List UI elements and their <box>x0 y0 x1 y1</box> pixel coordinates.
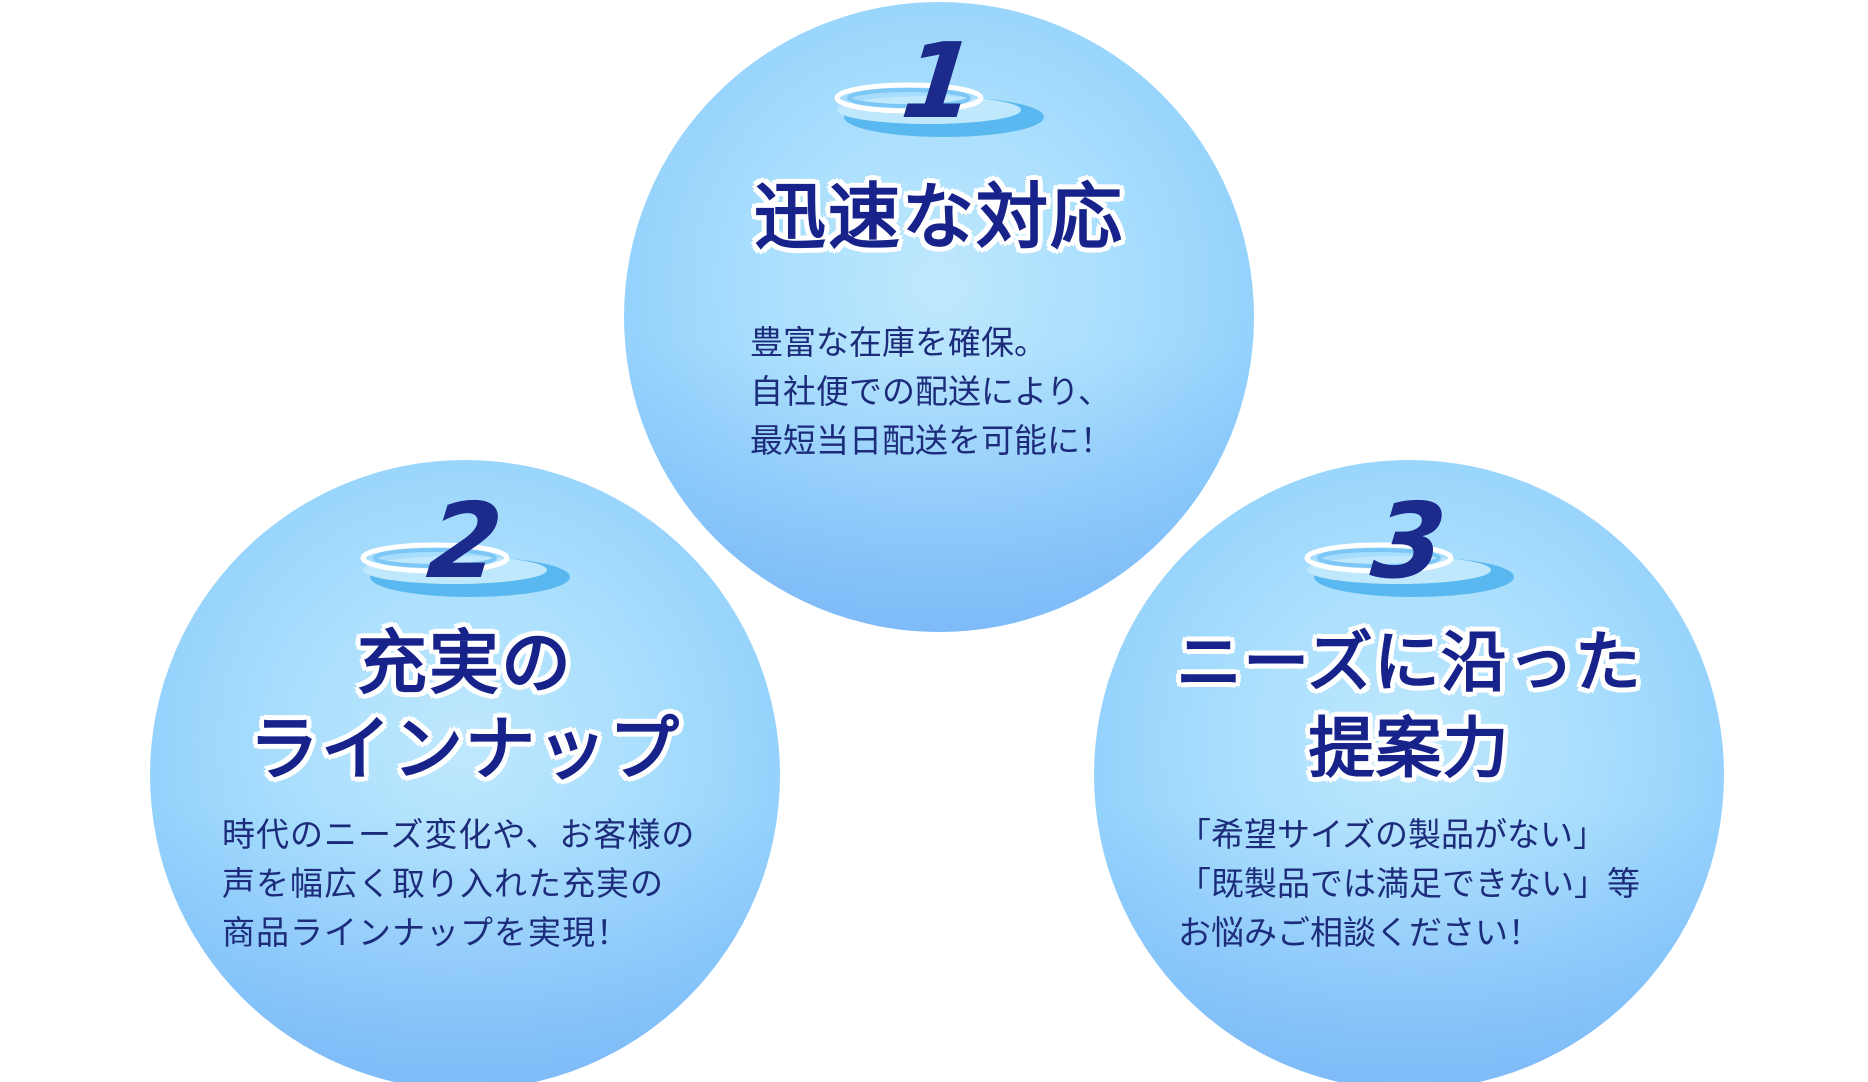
feature-title: ニーズに沿った 提案力 <box>1094 620 1724 792</box>
feature-description-line: 最短当日配送を可能に！ <box>750 421 1113 460</box>
feature-number: 2 <box>422 480 508 602</box>
feature-number: 3 <box>1366 480 1452 602</box>
feature-title-line: 提案力 <box>1308 710 1510 787</box>
feature-description-line: お悩みご相談ください！ <box>1178 913 1541 952</box>
feature-description-line: 商品ラインナップを実現！ <box>222 913 630 952</box>
feature-description: 「希望サイズの製品がない」 「既製品では満足できない」等 お悩みご相談ください！ <box>1178 810 1640 957</box>
feature-description: 時代のニーズ変化や、お客様の 声を幅広く取り入れた充実の 商品ラインナップを実現… <box>222 810 695 957</box>
feature-description-line: 自社便での配送により、 <box>750 372 1112 411</box>
number-badge-2: 2 <box>335 480 595 612</box>
feature-title-line: ラインナップ <box>249 708 681 790</box>
swoosh-icon <box>1304 542 1514 597</box>
feature-title-line: ニーズに沿った <box>1176 624 1642 701</box>
feature-description: 豊富な在庫を確保。 自社便での配送により、 最短当日配送を可能に！ <box>750 318 1113 465</box>
number-badge-3: 3 <box>1279 480 1539 612</box>
feature-title: 充実の ラインナップ <box>150 620 780 792</box>
feature-description-line: 声を幅広く取り入れた充実の <box>222 864 664 903</box>
feature-circle-1: 1 迅速な対応 豊富な在庫を確保。 自社便での配送により、 最短当日配送を可能に… <box>624 2 1254 632</box>
swoosh-icon <box>834 82 1044 137</box>
feature-circle-2: 2 充実の ラインナップ 時代のニーズ変化や、お客様の 声を幅広く取り入れた充実… <box>150 460 780 1082</box>
feature-title-line: 迅速な対応 <box>753 175 1124 259</box>
swoosh-icon <box>360 542 570 597</box>
feature-description-line: 「希望サイズの製品がない」 <box>1178 815 1607 854</box>
number-badge-1: 1 <box>809 20 1069 152</box>
feature-description-line: 時代のニーズ変化や、お客様の <box>222 815 696 854</box>
feature-title: 迅速な対応 <box>624 174 1254 260</box>
feature-description-line: 豊富な在庫を確保。 <box>750 323 1047 362</box>
feature-description-line: 「既製品では満足できない」等 <box>1178 864 1640 903</box>
feature-number: 1 <box>896 20 982 142</box>
feature-circle-3: 3 ニーズに沿った 提案力 「希望サイズの製品がない」 「既製品では満足できない… <box>1094 460 1724 1082</box>
feature-title-line: 充実の <box>357 622 573 704</box>
